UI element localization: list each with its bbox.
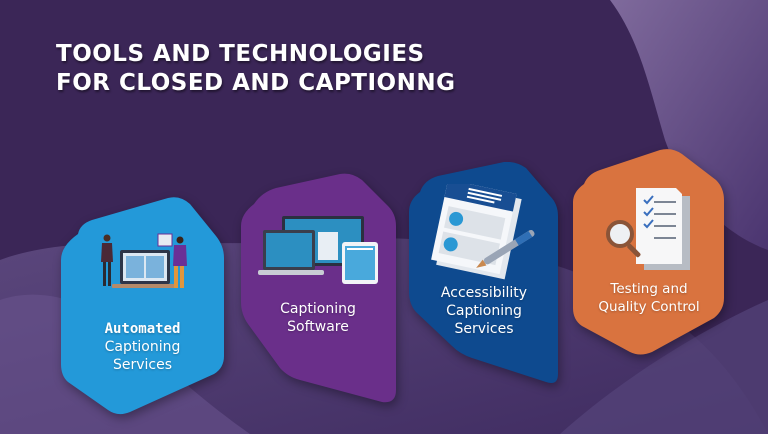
card-label-line: Captioning bbox=[104, 339, 181, 355]
card-label: Testing and Quality Control bbox=[572, 280, 726, 316]
card-label: Automated Captioning Services bbox=[60, 320, 225, 374]
title-line-1: TOOLS AND TECHNOLOGIES bbox=[56, 41, 425, 67]
people-laptop-icon bbox=[101, 233, 187, 288]
card-accessibility-captioning: Accessibility Captioning Services bbox=[408, 162, 560, 384]
card-label-line: Captioning bbox=[280, 301, 356, 317]
card-label-line: Quality Control bbox=[598, 299, 700, 315]
card-label: Captioning Software bbox=[240, 300, 396, 336]
checklist-magnifier-icon bbox=[606, 188, 690, 270]
hexagon-shape bbox=[241, 173, 396, 403]
card-automated-captioning: Automated Captioning Services bbox=[60, 196, 225, 416]
card-label-line: Software bbox=[287, 319, 349, 335]
devices-icon bbox=[258, 216, 378, 284]
card-captioning-software: Captioning Software bbox=[240, 172, 396, 404]
card-label-line: Services bbox=[454, 321, 514, 337]
card-label: Accessibility Captioning Services bbox=[408, 284, 560, 338]
card-label-line: Services bbox=[112, 357, 173, 373]
card-testing-quality-control: Testing and Quality Control bbox=[572, 148, 726, 356]
card-label-line: Captioning bbox=[446, 303, 522, 319]
title-line-2: FOR CLOSED AND CAPTIONNG bbox=[56, 70, 456, 96]
document-pen-icon bbox=[431, 184, 535, 280]
card-label-line: Accessibility bbox=[440, 285, 528, 301]
page-title: TOOLS AND TECHNOLOGIES FOR CLOSED AND CA… bbox=[56, 40, 456, 98]
card-label-line: Automated bbox=[104, 321, 181, 337]
card-label-line: Testing and bbox=[610, 281, 688, 297]
hexagon-shape bbox=[61, 197, 224, 415]
